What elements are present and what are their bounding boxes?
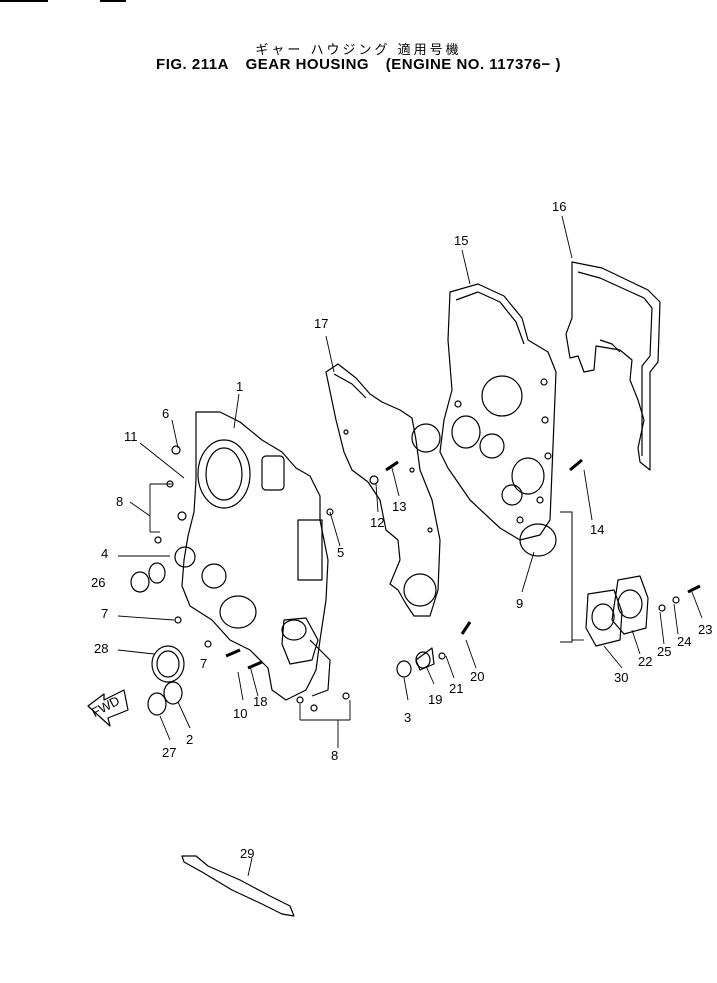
part-number-label: 17: [314, 316, 328, 331]
part-number-label: 27: [162, 745, 176, 760]
part-number-label: 13: [392, 499, 406, 514]
part-number-label: 12: [370, 515, 384, 530]
part-number-label: 8: [331, 748, 338, 763]
figure-title: FIG. 211A GEAR HOUSING (ENGINE NO. 11737…: [0, 56, 717, 73]
part-number-label: 23: [698, 622, 712, 637]
corner-mark: [0, 0, 48, 2]
part-number-label: 25: [657, 644, 671, 659]
part-number-label: 10: [233, 706, 247, 721]
part-number-label: 7: [101, 606, 108, 621]
gasket-16-drawing: [565, 261, 661, 471]
part-labels: 1 2 3 4 5 6 7 7 8 8 9 10 11 12 13 14 15 …: [89, 199, 713, 861]
part-number-label: 3: [404, 710, 411, 725]
plate-15-drawing: [439, 283, 557, 557]
part-number-label: 28: [94, 641, 108, 656]
figure-name: GEAR HOUSING: [245, 56, 370, 73]
cover-9-drawing: [560, 511, 573, 643]
gasket-30-drawing: [585, 589, 623, 647]
seal-drawings: [130, 546, 431, 716]
japanese-title: ギャー ハウジング 適用号機: [255, 43, 462, 58]
part-number-label: 30: [614, 670, 628, 685]
housing-1-drawing: [181, 411, 331, 701]
figure-number: FIG. 211A: [156, 56, 229, 73]
gasket-17-drawing: [325, 363, 441, 617]
strip-29-drawing: [181, 855, 295, 917]
part-number-label: 5: [337, 545, 344, 560]
engine-note: (ENGINE NO. 117376− ): [385, 56, 561, 73]
part-number-label: 24: [677, 634, 691, 649]
leader-lines: [117, 215, 703, 877]
part-number-label: 15: [454, 233, 468, 248]
part-number-label: 22: [638, 654, 652, 669]
part-number-label: 18: [253, 694, 267, 709]
part-number-label: 26: [91, 575, 105, 590]
part-number-label: 1: [236, 379, 243, 394]
fwd-arrow-icon: [87, 689, 129, 727]
part-number-label: 2: [186, 732, 193, 747]
part-number-label: 8: [116, 494, 123, 509]
fwd-label: FWD: [89, 693, 122, 720]
part-number-label: 14: [590, 522, 604, 537]
part-number-label: 19: [428, 692, 442, 707]
part-number-label: 4: [101, 546, 108, 561]
part-number-label: 21: [449, 681, 463, 696]
part-number-label: 7: [200, 656, 207, 671]
cover-22-drawing: [611, 575, 649, 635]
part-number-label: 11: [124, 429, 138, 444]
part-number-label: 16: [552, 199, 566, 214]
part-number-label: 9: [516, 596, 523, 611]
corner-mark: [100, 0, 126, 2]
part-number-label: 6: [162, 406, 169, 421]
hardware-bolts: [154, 445, 701, 712]
part-number-label: 20: [470, 669, 484, 684]
part-number-label: 29: [240, 846, 254, 861]
